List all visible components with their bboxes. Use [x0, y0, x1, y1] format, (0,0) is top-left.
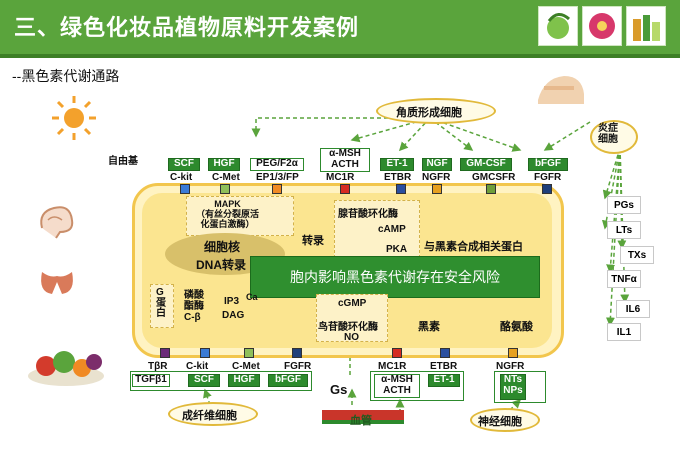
factor-pgs: PGs [607, 196, 641, 214]
mapk-label: MAPK （有丝分裂原活 化蛋白激酶） [196, 199, 260, 229]
inflammatory-cell-label: 炎症 细胞 [598, 123, 618, 145]
receptor-label-ngfr-top: NGFR [422, 172, 451, 183]
receptor-ep-top [272, 184, 282, 194]
cgmp-label: cGMP [338, 298, 367, 309]
mapk-box [186, 196, 294, 236]
keratinocyte-label: 角质形成细胞 [396, 107, 462, 119]
receptor-label-etbr-bottom: ETBR [430, 361, 458, 372]
ligand-bfgf-bottom: bFGF [268, 374, 308, 387]
nucleus-label: 细胞核 [204, 240, 241, 254]
adenylate-cyclase-label: 腺苷酸环化酶 [338, 209, 398, 220]
vegetables-icon [28, 351, 104, 386]
flower-thumbnail [582, 6, 622, 46]
blood-vessel-label: 血管 [350, 415, 372, 427]
nerve-ligand-group [494, 371, 546, 403]
receptor-label-mc1r-bottom: MC1R [378, 361, 407, 372]
no-label: NO [344, 332, 359, 343]
ligand-ngf-top: NGF [422, 158, 452, 171]
guanylate-cyclase-label: 鸟苷酸环化酶 [318, 322, 378, 333]
receptor-ckit-top [180, 184, 190, 194]
receptor-mc1r-bottom [392, 348, 402, 358]
cgmp-box [316, 294, 388, 342]
ligand-tgfb1-bottom: TGFβ1 [132, 374, 170, 387]
receptor-label-cmet-bottom: C-Met [232, 361, 260, 372]
page-title: 三、绿色化妆品植物原料开发案例 [14, 15, 360, 40]
receptor-ckit-bottom [200, 348, 210, 358]
receptor-label-ep-top: EP1/3/FP [256, 172, 299, 183]
fibroblast-node [168, 402, 258, 426]
ligand-et1-top: ET-1 [380, 158, 414, 171]
camp-label: cAMP [378, 224, 406, 235]
fibroblast-ligand-group [130, 371, 312, 391]
ligand-nts-bottom: NTs NPs [500, 374, 526, 400]
receptor-etbr-top [396, 184, 406, 194]
melanin-protein-label: 与黑素合成相关蛋白 [424, 241, 523, 253]
receptor-label-fgfr-top: FGFR [534, 172, 562, 183]
transcription-label: 转录 [302, 235, 324, 247]
dna-transcription-label: DNA转录 [196, 258, 246, 272]
camp-box [334, 200, 420, 258]
skin-icon [538, 76, 584, 104]
receptor-label-ckit-top: C-kit [170, 172, 193, 183]
g-protein-box [150, 284, 174, 328]
dag-label: DAG [222, 310, 245, 321]
g-protein-label: G 蛋 白 [156, 287, 166, 319]
factor-il6: IL6 [616, 300, 650, 318]
receptor-gmcsfr-top [486, 184, 496, 194]
receptor-label-etbr-top: ETBR [384, 172, 412, 183]
factor-il1: IL1 [607, 323, 641, 341]
page-subtitle: --黑色素代谢通路 [12, 68, 120, 84]
ligand-et1-bottom: ET-1 [428, 374, 460, 387]
ligand-bfgf-top: bFGF [528, 158, 568, 171]
receptor-ngfr-bottom [508, 348, 518, 358]
phospholipase-label: 磷酸 酯酶 C-β [184, 290, 204, 323]
ligand-msh-bottom: α-MSH ACTH [374, 374, 420, 398]
leaf-thumbnail [538, 6, 578, 46]
thyroid-icon [41, 272, 73, 294]
nerve-cell-label: 神经细胞 [478, 416, 522, 428]
vessel-ligand-group [370, 371, 464, 401]
ligand-peg-top: PEG/F2α [250, 158, 304, 171]
receptor-ngfr-top [432, 184, 442, 194]
receptor-etbr-bottom [440, 348, 450, 358]
ligand-hgf-top: HGF [208, 158, 240, 171]
receptor-label-tbr-bottom: TβR [148, 361, 168, 372]
receptor-cmet-top [220, 184, 230, 194]
receptor-label-mc1r-top: MC1R [326, 172, 355, 183]
receptor-mc1r-top [340, 184, 350, 194]
receptor-fgfr-bottom [292, 348, 302, 358]
inflammatory-cell-node [590, 120, 638, 154]
receptor-label-gmcsfr-top: GMCSFR [472, 172, 516, 183]
receptor-cmet-bottom [244, 348, 254, 358]
keratinocyte-node [376, 98, 496, 124]
pka-label: PKA [386, 244, 408, 255]
header-divider [0, 54, 680, 58]
factor-txs: TXs [620, 246, 654, 264]
ligand-hgf-bottom: HGF [228, 374, 260, 387]
receptor-label-ngfr-bottom: NGFR [496, 361, 525, 372]
ligand-msh-top: α-MSH ACTH [320, 148, 370, 172]
ip3-label: IP3 [224, 296, 240, 307]
tyrosine-label: 酪氨酸 [500, 321, 533, 333]
receptor-label-ckit-bottom: C-kit [186, 361, 209, 372]
factor-tnfa: TNFα [607, 270, 641, 288]
receptor-tbr-bottom [160, 348, 170, 358]
receptor-label-cmet-top: C-Met [212, 172, 240, 183]
receptor-label-fgfr-bottom: FGFR [284, 361, 312, 372]
bottles-thumbnail [626, 6, 666, 46]
calcium-label: Ca [246, 292, 258, 302]
free-radical-label: 自由基 [108, 156, 138, 167]
factor-lts: LTs [607, 221, 641, 239]
nerve-cell-node [470, 408, 540, 432]
gs-label: Gs [330, 382, 348, 397]
ligand-scf-bottom: SCF [188, 374, 220, 387]
receptor-fgfr-top [542, 184, 552, 194]
ligand-gmcsf-top: GM-CSF [460, 158, 512, 171]
ligand-scf-top: SCF [168, 158, 200, 171]
melanin-label: 黑素 [418, 321, 440, 333]
sun-icon [52, 96, 96, 140]
fibroblast-label: 成纤维细胞 [182, 410, 237, 422]
brain-icon [40, 206, 74, 239]
risk-banner: 胞内影响黑色素代谢存在安全风险 [250, 256, 540, 298]
